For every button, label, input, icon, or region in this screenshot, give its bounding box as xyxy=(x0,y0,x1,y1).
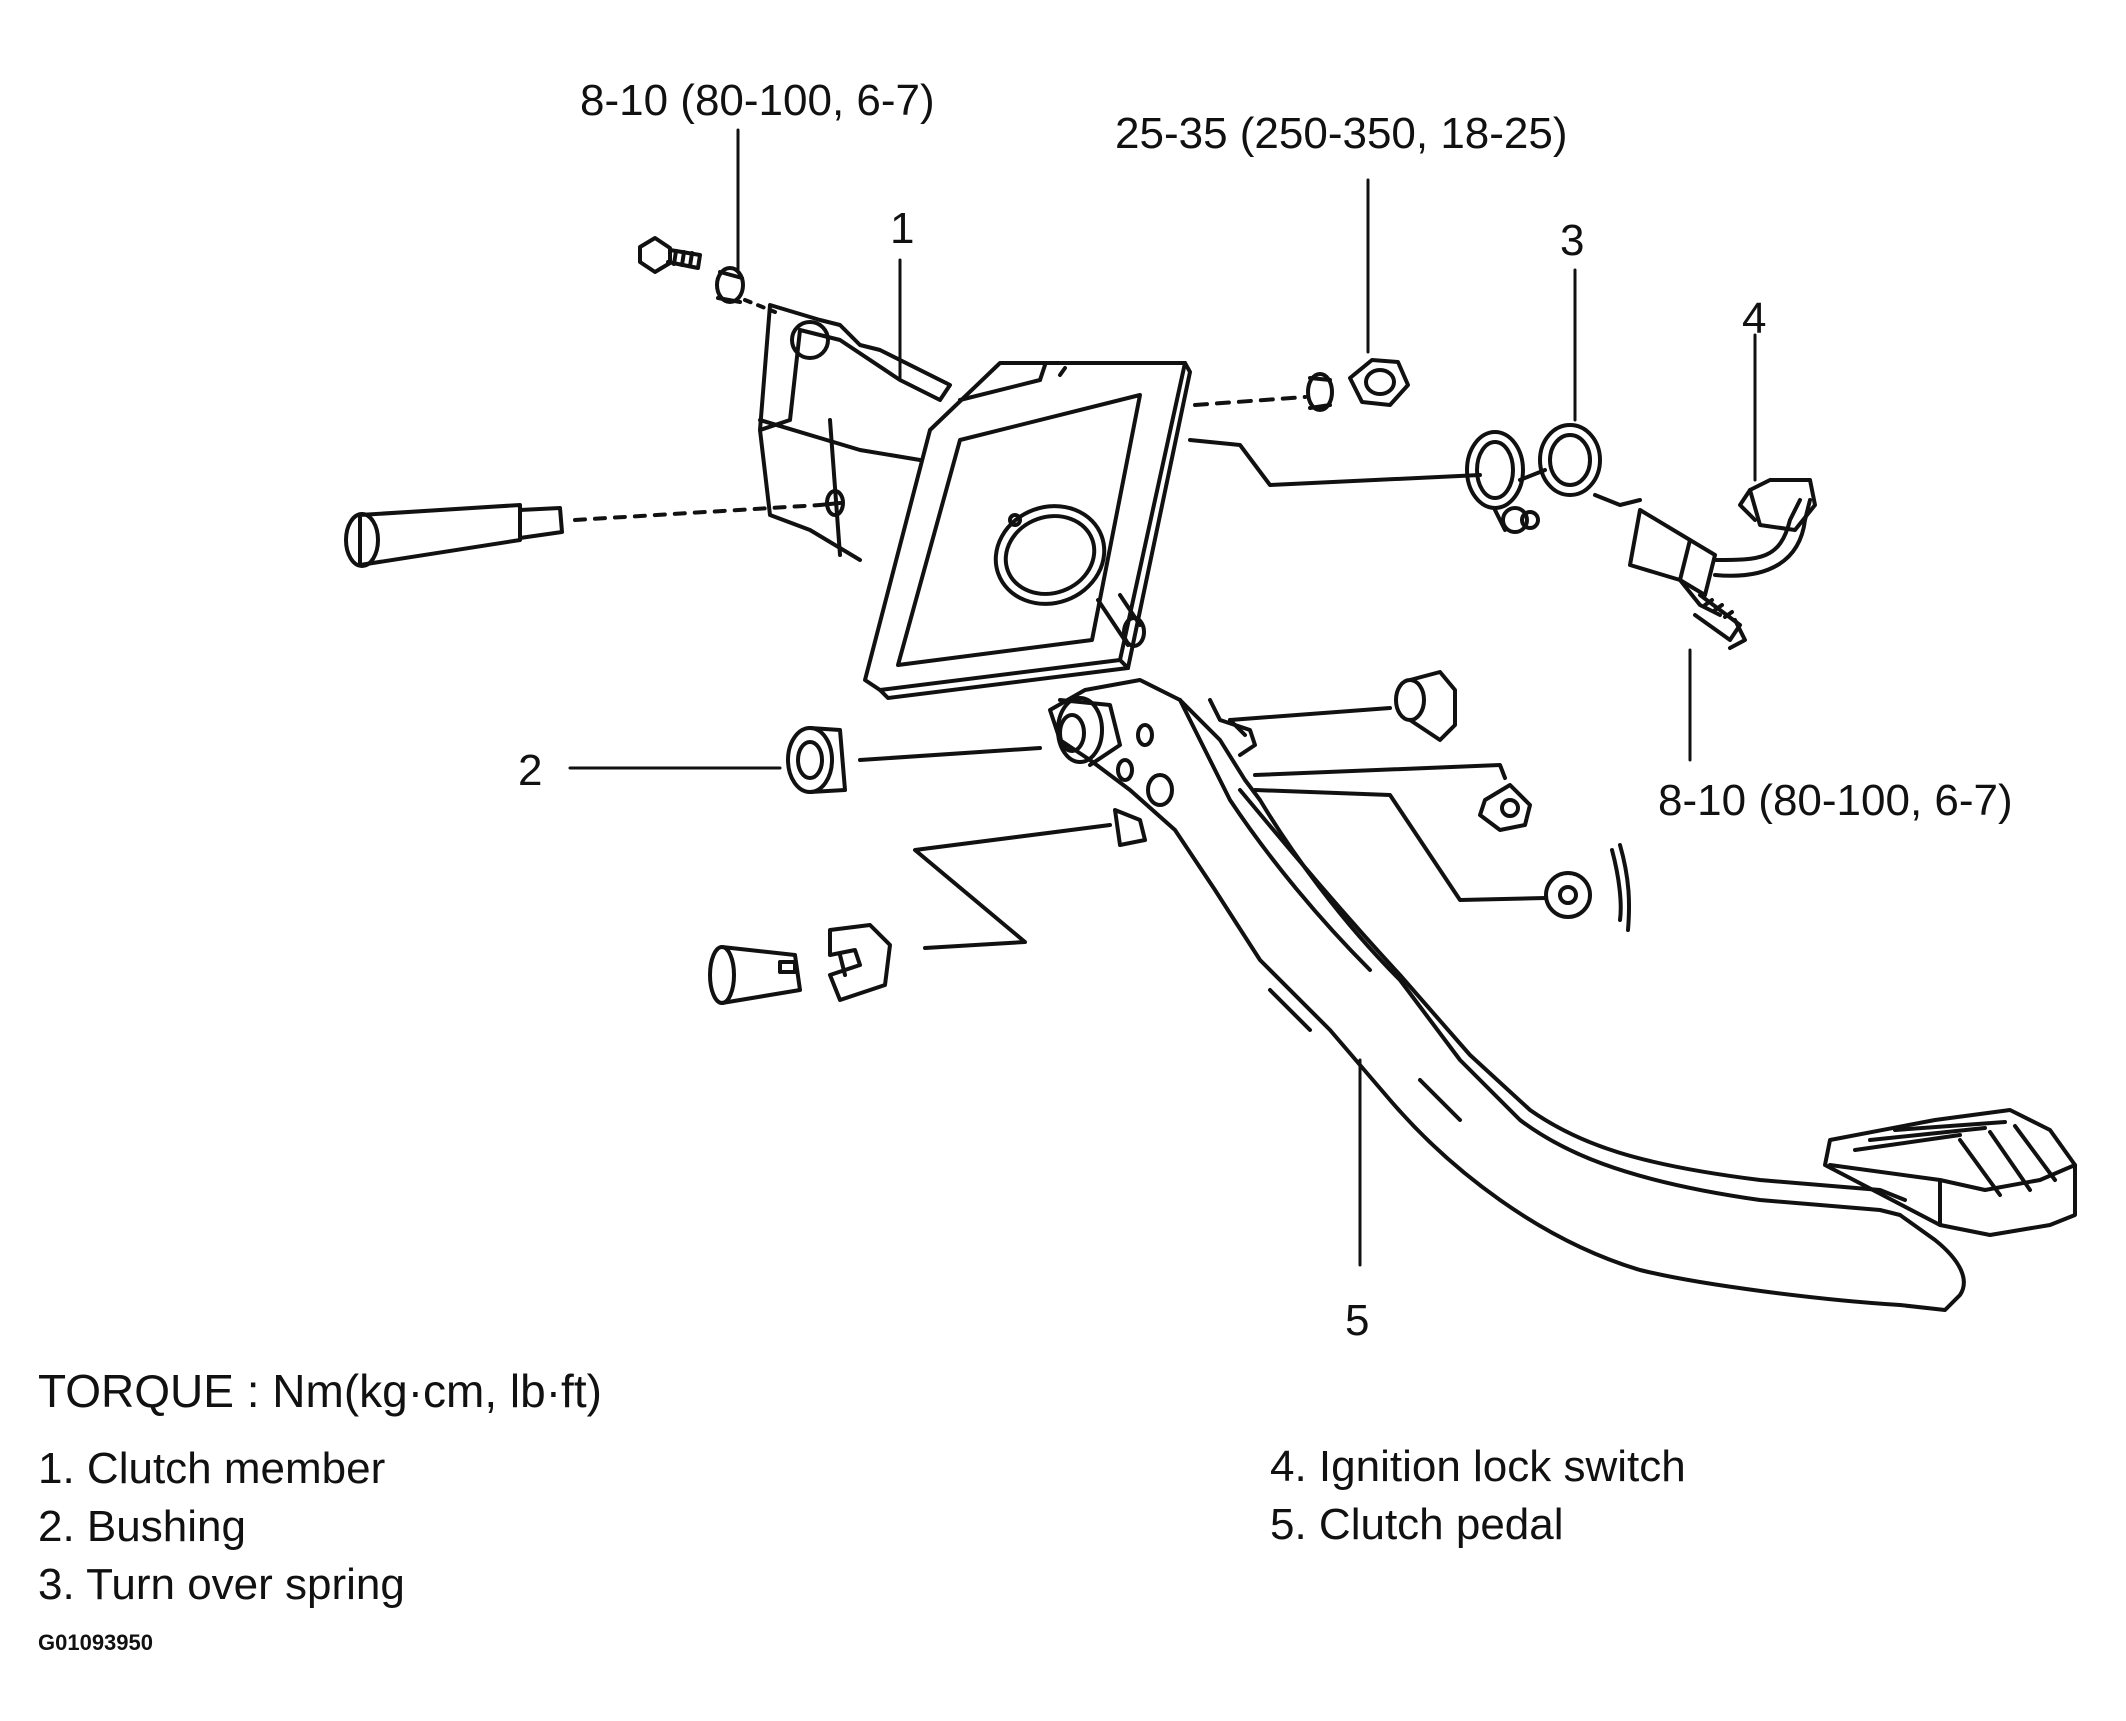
bushing-left xyxy=(786,726,847,794)
pedal-washer xyxy=(1544,871,1592,919)
legend-item-ignition-lock-switch: 4. Ignition lock switch xyxy=(1270,1442,1686,1491)
clutch-pedal xyxy=(1048,678,2077,1312)
bushing-right xyxy=(1394,670,1457,742)
torque-label-right: 8-10 (80-100, 6-7) xyxy=(1658,776,2013,825)
retaining-clip xyxy=(828,923,892,1002)
callout-1: 1 xyxy=(890,204,914,253)
callout-5: 5 xyxy=(1345,1296,1369,1345)
ignition-lock-switch xyxy=(1593,478,1817,650)
turn-over-spring xyxy=(1188,423,1602,534)
cotter-pin xyxy=(1610,843,1632,932)
torque-units-title: TORQUE : Nm(kg·cm, lb·ft) xyxy=(38,1365,602,1417)
washer-top-left xyxy=(715,266,745,304)
legend-item-bushing: 2. Bushing xyxy=(38,1502,246,1551)
legend-left: 1. Clutch member 2. Bushing 3. Turn over… xyxy=(38,1440,405,1614)
figure-code: G01093950 xyxy=(38,1630,153,1655)
callout-4: 4 xyxy=(1742,294,1766,343)
leader-lines xyxy=(568,128,1757,1267)
torque-label-top-left: 8-10 (80-100, 6-7) xyxy=(580,76,935,125)
lock-nut xyxy=(1348,358,1410,407)
legend-item-clutch-member: 1. Clutch member xyxy=(38,1444,386,1493)
legend-item-clutch-pedal: 5. Clutch pedal xyxy=(1270,1500,1564,1549)
pivot-pin xyxy=(344,489,845,568)
clevis-pin xyxy=(708,945,802,1005)
pedal-nut xyxy=(1478,783,1532,832)
spring-washer xyxy=(1306,372,1334,412)
legend-item-turn-over-spring: 3. Turn over spring xyxy=(38,1560,405,1609)
callout-3: 3 xyxy=(1560,216,1584,265)
legend-right: 4. Ignition lock switch 5. Clutch pedal xyxy=(1270,1438,1686,1554)
torque-label-top-right: 25-35 (250-350, 18-25) xyxy=(1115,109,1568,158)
bolt-top-left xyxy=(638,236,702,274)
clutch-member xyxy=(758,303,1192,700)
callout-2: 2 xyxy=(518,746,542,795)
